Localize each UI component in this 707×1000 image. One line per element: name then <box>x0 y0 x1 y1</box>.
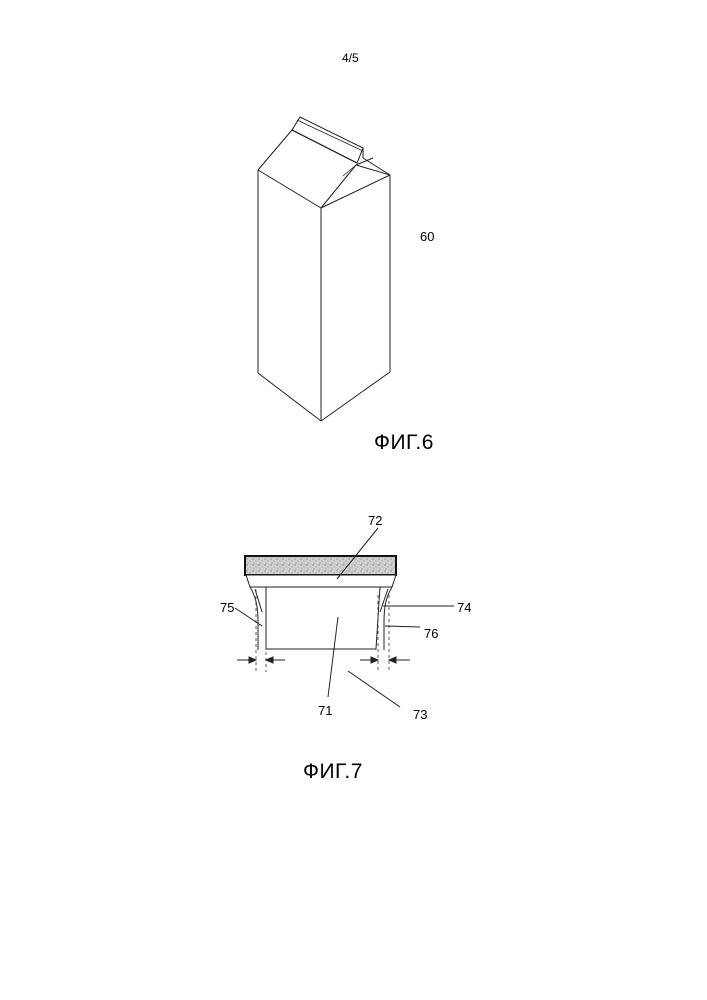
ref-label-71: 71 <box>318 703 332 718</box>
fig6-carton-drawing <box>258 117 390 421</box>
figure-caption-6: ФИГ.6 <box>374 431 434 455</box>
ref-label-60: 60 <box>420 229 434 244</box>
ref-label-73: 73 <box>413 707 427 722</box>
ref-label-76: 76 <box>424 626 438 641</box>
leader-76 <box>385 626 420 627</box>
ref-label-75: 75 <box>220 600 234 615</box>
ref-label-74: 74 <box>457 600 471 615</box>
cup-body-71 <box>266 587 380 649</box>
fig7-cup-drawing <box>235 528 454 707</box>
figure-caption-7: ФИГ.7 <box>303 760 363 784</box>
leader-73 <box>348 671 400 707</box>
lid-72 <box>245 556 396 575</box>
leader-71 <box>328 617 338 697</box>
ref-label-72: 72 <box>368 513 382 528</box>
